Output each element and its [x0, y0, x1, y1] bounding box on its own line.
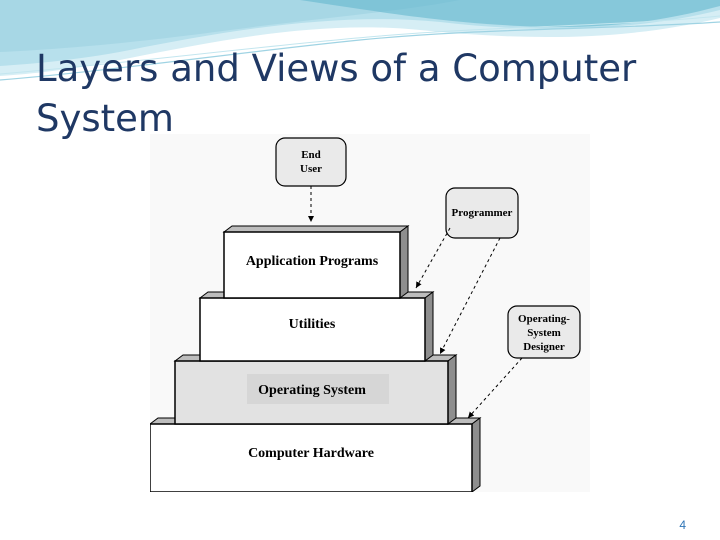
layer-application-programs: Application Programs [222, 225, 410, 299]
layer-label-application-programs: Application Programs [246, 254, 379, 269]
layer-label-computer-hardware: Computer Hardware [248, 446, 374, 461]
actor-end-user-line-1: End [301, 149, 321, 161]
actor-programmer-label: Programmer [452, 207, 513, 219]
actor-os-designer-line-3: Designer [523, 341, 565, 353]
actor-end-user: End User [275, 137, 347, 187]
actor-programmer: Programmer [445, 187, 519, 239]
layer-label-utilities: Utilities [289, 317, 336, 332]
actor-end-user-line-2: User [300, 163, 322, 175]
slide-title: Layers and Views of a Computer System [36, 44, 676, 144]
slide-title-line-1: Layers and Views of a Computer [36, 47, 637, 90]
slide-title-line-2: System [36, 97, 174, 140]
actor-os-designer-line-1: Operating- [518, 313, 570, 325]
layer-label-operating-system: Operating System [258, 383, 366, 398]
actor-os-designer: Operating- System Designer [507, 305, 581, 359]
layer-utilities: Utilities [198, 291, 435, 362]
arrow-os-designer-to-hardware [467, 357, 523, 419]
arrow-programmer-to-utilities [439, 237, 501, 355]
header-wave-decoration [0, 0, 720, 81]
page-number: 4 [679, 518, 686, 532]
actor-os-designer-line-2: System [527, 327, 561, 339]
layer-computer-hardware: Computer Hardware [150, 417, 482, 492]
layers-diagram: Computer Hardware Operating System Utili… [150, 134, 590, 492]
layer-operating-system: Operating System [173, 354, 458, 425]
